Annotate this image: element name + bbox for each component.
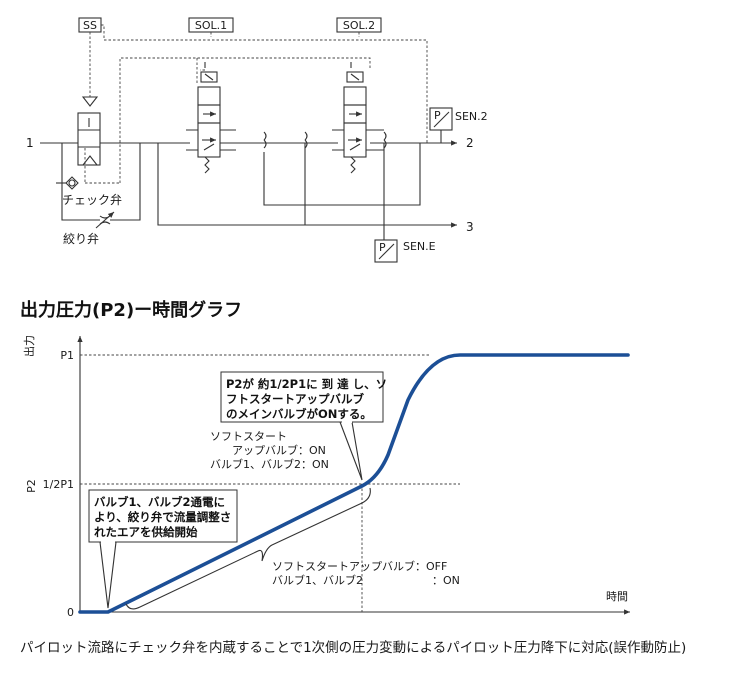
svg-text:のメインバルブがONする。: のメインバルブがONする。	[226, 407, 372, 421]
svg-text:バルブ1、バルブ2: バルブ1、バルブ2	[272, 573, 363, 587]
svg-text:れたエアを供給開始: れたエアを供給開始	[94, 525, 198, 539]
throttle-valve-symbol	[95, 211, 115, 229]
sol2-label-box: SOL.2	[336, 17, 382, 33]
svg-text:SOL.1: SOL.1	[195, 19, 227, 32]
sol1-label-box: SOL.1	[188, 17, 234, 33]
left-callout: バルブ1、バルブ2通電に より、絞り弁で流量調整さ れたエアを供給開始	[88, 489, 238, 609]
y-tick-p1: P1	[60, 349, 74, 362]
svg-text:P: P	[434, 109, 441, 122]
throttle-valve-label: 絞り弁	[63, 231, 99, 246]
svg-text:バルブ1、バルブ2：ON: バルブ1、バルブ2：ON	[210, 457, 329, 471]
svg-text:バルブ1、バルブ2通電に: バルブ1、バルブ2通電に	[94, 495, 225, 509]
svg-text:より、絞り弁で流量調整さ: より、絞り弁で流量調整さ	[94, 510, 231, 524]
mid-annotation: ソフトスタート アップバルブ：ON バルブ1、バルブ2：ON	[210, 430, 329, 471]
sensor-2: P SEN.2	[429, 107, 488, 143]
sol1-valve	[186, 62, 267, 174]
y-tick-zero: 0	[67, 606, 74, 619]
ss-valve	[77, 96, 101, 166]
ramp-brace	[125, 487, 371, 610]
pressure-curve	[78, 353, 630, 614]
check-valve-symbol	[65, 176, 79, 190]
svg-text:フトスタートアップバルブ: フトスタートアップバルブ	[226, 392, 364, 406]
y-tick-half-p1: 1/2P1	[43, 478, 74, 491]
pilot-lines	[84, 24, 428, 184]
svg-text:アップバルブ：ON: アップバルブ：ON	[232, 443, 326, 457]
svg-text:ソフトスタート: ソフトスタート	[210, 430, 287, 443]
svg-text:：ON: ：ON	[432, 574, 460, 587]
svg-text:P2が 約1/2P1に 到 達 し、ソ: P2が 約1/2P1に 到 達 し、ソ	[226, 377, 387, 391]
main-lines	[40, 140, 457, 240]
svg-text:SOL.2: SOL.2	[343, 19, 375, 32]
pneumatic-circuit: SS SOL.1 SOL.2 1 2 3	[26, 17, 488, 263]
svg-text:SEN.E: SEN.E	[403, 240, 436, 253]
x-axis-label: 時間	[606, 590, 628, 603]
svg-text:SS: SS	[83, 19, 97, 32]
port-1-label: 1	[26, 136, 34, 150]
y-axis-label: 出力	[22, 335, 36, 357]
sol2-valve	[304, 62, 387, 174]
bottom-annotation: ソフトスタートアップバルブ：OFF バルブ1、バルブ2 ：ON	[272, 559, 460, 587]
svg-text:ソフトスタートアップバルブ：OFF: ソフトスタートアップバルブ：OFF	[272, 559, 447, 573]
graph-title: 出力圧力(P2)ー時間グラフ	[20, 299, 242, 321]
port-2-label: 2	[466, 136, 474, 150]
top-callout: P2が 約1/2P1に 到 達 し、ソ フトスタートアップバルブ のメインバルブ…	[220, 371, 387, 481]
sensor-e: P SEN.E	[374, 239, 436, 263]
port-3-label: 3	[466, 220, 474, 234]
p2-axis-label: P2	[25, 479, 38, 493]
ss-label-box: SS	[78, 17, 102, 33]
pressure-time-chart: 出力 時間 P1 1/2P1 0 P2 P2が 約1/2P1に 到 達 し、ソ …	[22, 335, 630, 619]
svg-text:P: P	[379, 241, 386, 254]
svg-text:SEN.2: SEN.2	[455, 110, 488, 123]
footer-caption: パイロット流路にチェック弁を内蔵することで1次側の圧力変動によるパイロット圧力降…	[20, 640, 687, 656]
check-valve-label: チェック弁	[62, 192, 122, 207]
